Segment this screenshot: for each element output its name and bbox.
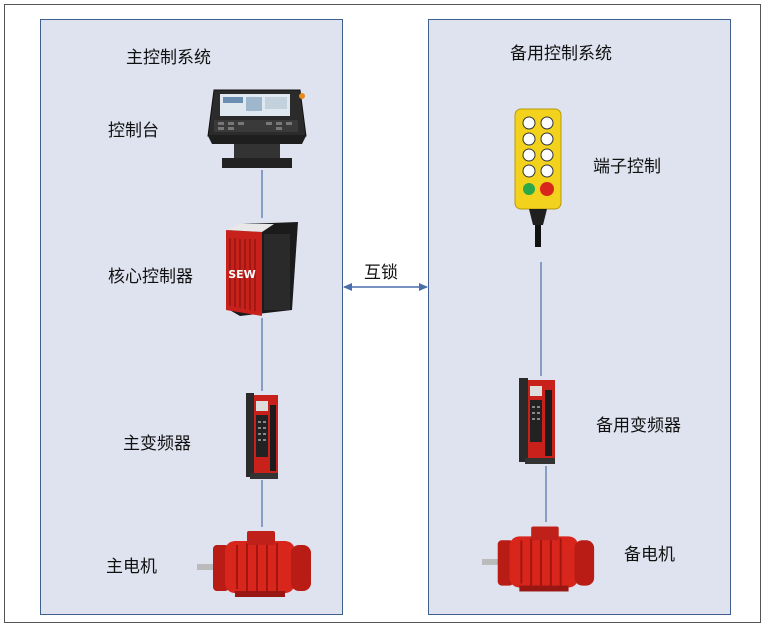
terminal-pendant-icon bbox=[514, 108, 562, 247]
control-console-icon bbox=[207, 89, 307, 168]
backup-vfd-label: 备用变频器 bbox=[596, 416, 681, 436]
main-motor-icon bbox=[197, 531, 311, 597]
core-controller-icon: SEW bbox=[226, 222, 298, 316]
backup-vfd-icon bbox=[519, 378, 555, 464]
interlock-label: 互锁 bbox=[364, 263, 398, 283]
main-motor-label: 主电机 bbox=[106, 557, 157, 577]
backup-motor-label: 备电机 bbox=[624, 545, 675, 565]
backup-system-title: 备用控制系统 bbox=[510, 44, 612, 64]
main-vfd-label: 主变频器 bbox=[123, 434, 191, 454]
sew-logo-text: SEW bbox=[228, 268, 256, 281]
main-system-title: 主控制系统 bbox=[126, 48, 211, 68]
core-controller-label: 核心控制器 bbox=[108, 267, 193, 287]
backup-motor-icon bbox=[481, 526, 595, 592]
console-label: 控制台 bbox=[108, 121, 159, 141]
main-vfd-icon bbox=[246, 393, 278, 479]
backup-system-panel bbox=[428, 19, 731, 615]
terminal-control-label: 端子控制 bbox=[593, 157, 661, 177]
